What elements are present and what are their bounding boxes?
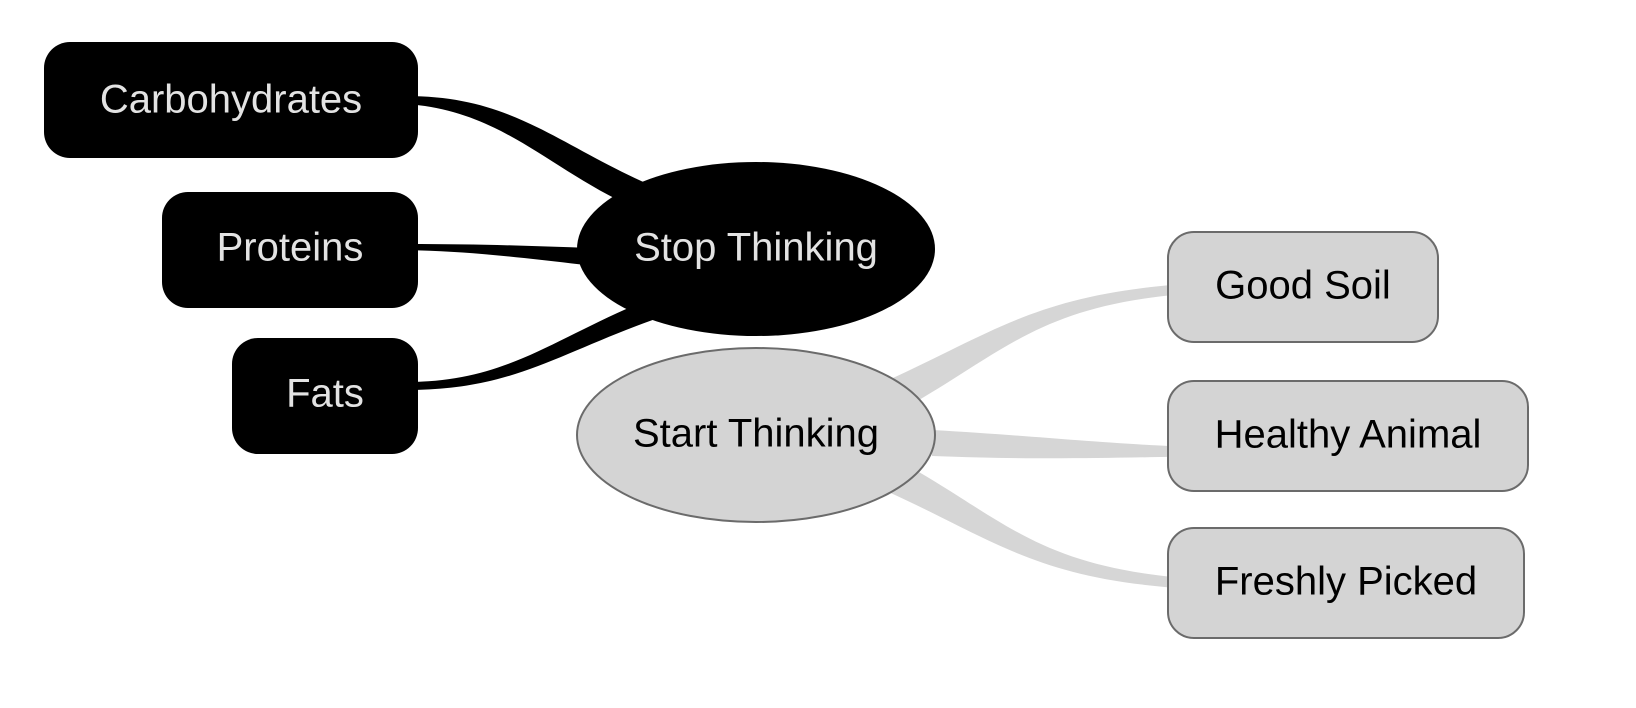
- node-healthy-animal-shape[interactable]: [1167, 380, 1529, 492]
- node-carbohydrates-label: Carbohydrates: [100, 78, 362, 122]
- node-carbohydrates-shape[interactable]: [44, 42, 418, 158]
- node-stop-thinking-label: Stop Thinking: [634, 226, 878, 270]
- node-start-thinking-label: Start Thinking: [633, 412, 879, 456]
- edge-start-thinking-healthy-animal: [932, 430, 1216, 459]
- node-proteins[interactable]: Proteins: [162, 192, 418, 308]
- node-freshly-picked[interactable]: Freshly Picked: [1167, 527, 1525, 639]
- node-carbohydrates[interactable]: Carbohydrates: [44, 42, 418, 158]
- node-freshly-picked-shape[interactable]: [1167, 527, 1525, 639]
- node-good-soil-label: Good Soil: [1215, 264, 1391, 308]
- node-proteins-shape[interactable]: [162, 192, 418, 308]
- node-fats-shape[interactable]: [232, 338, 418, 454]
- node-start-thinking[interactable]: Start Thinking: [576, 347, 936, 523]
- node-healthy-animal-label: Healthy Animal: [1215, 413, 1482, 457]
- node-proteins-label: Proteins: [217, 226, 364, 270]
- node-freshly-picked-label: Freshly Picked: [1215, 560, 1477, 604]
- node-fats[interactable]: Fats: [232, 338, 418, 454]
- node-good-soil-shape[interactable]: [1167, 231, 1439, 343]
- node-start-thinking-shape[interactable]: [576, 347, 936, 523]
- node-stop-thinking-shape[interactable]: [577, 162, 935, 336]
- node-stop-thinking[interactable]: Stop Thinking: [577, 162, 935, 336]
- node-fats-label: Fats: [286, 372, 364, 416]
- node-healthy-animal[interactable]: Healthy Animal: [1167, 380, 1529, 492]
- node-good-soil[interactable]: Good Soil: [1167, 231, 1439, 343]
